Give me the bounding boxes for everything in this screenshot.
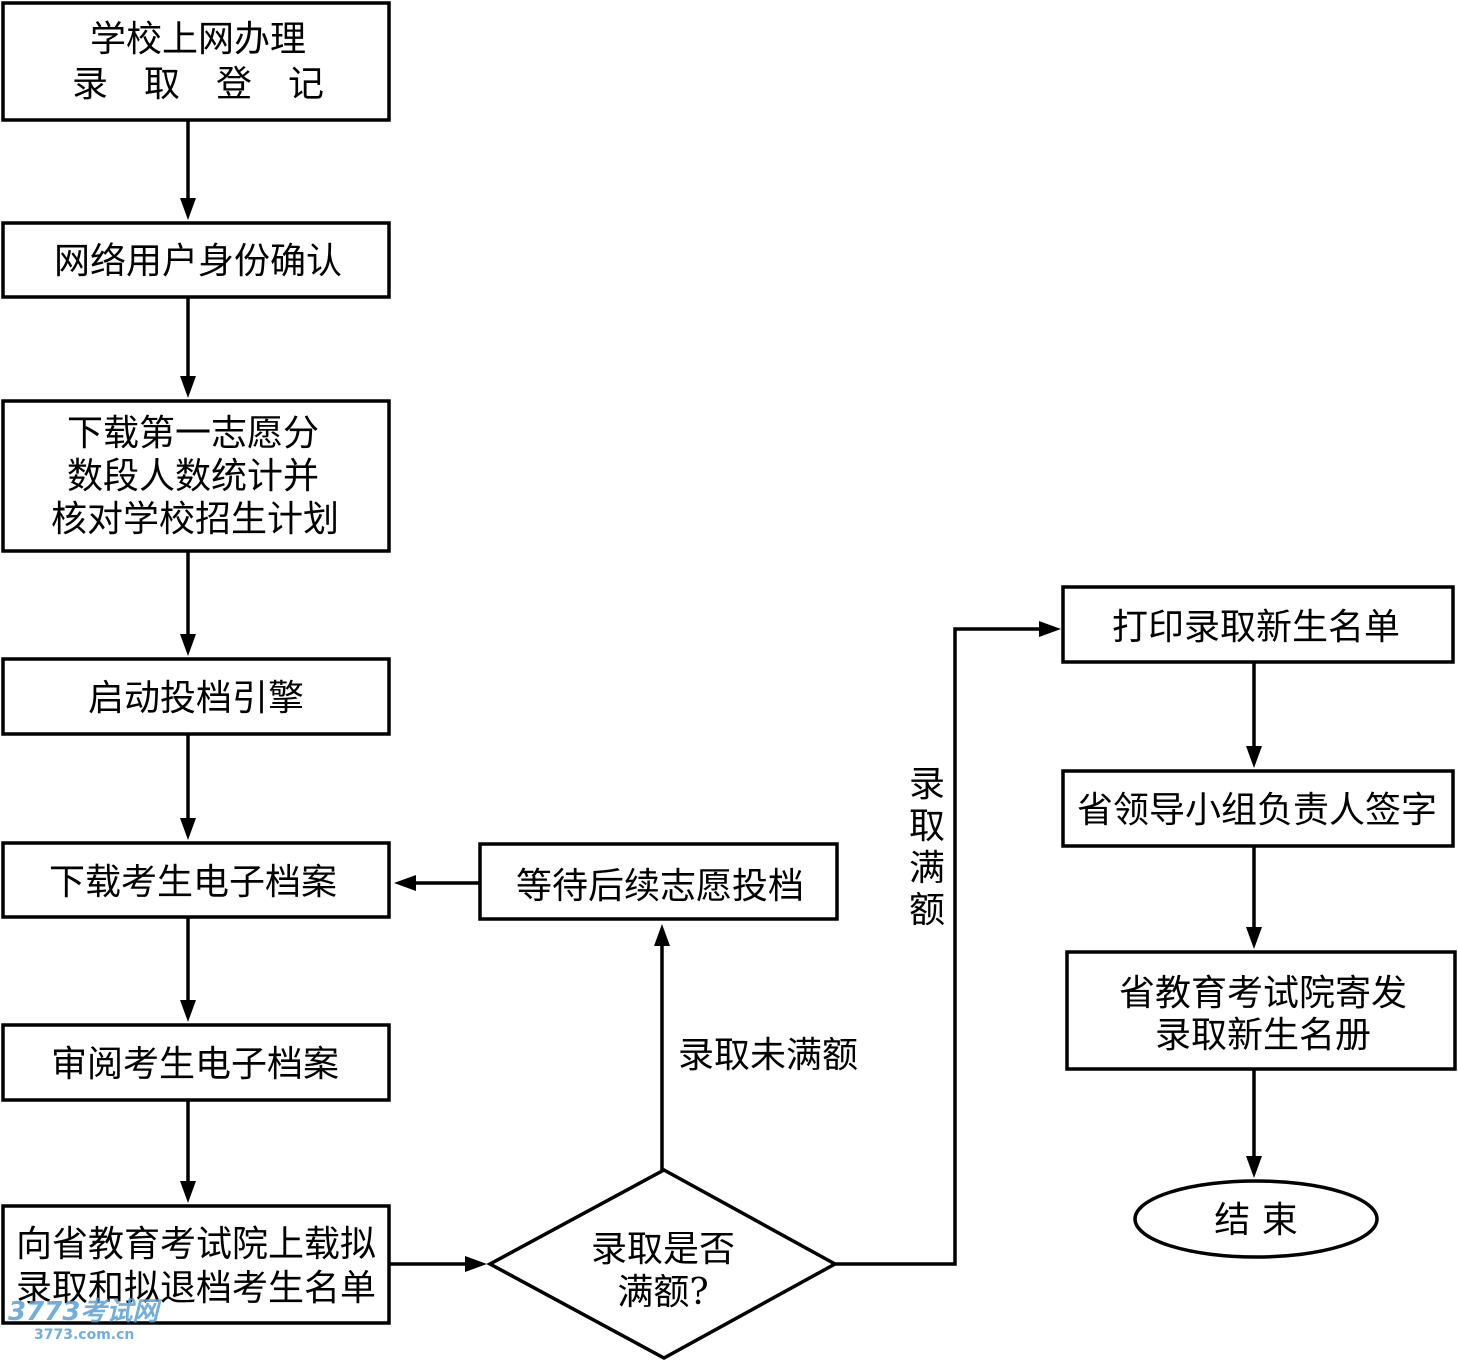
- edge-label-full: 录 取 满 额: [909, 764, 945, 931]
- node-leader-sign: 省领导小组负责人签字: [1061, 769, 1455, 848]
- connector-decision-to-wait: [654, 924, 670, 1170]
- node-review-archive-line-1: 审阅考生电子档案: [51, 1044, 339, 1085]
- connector-decision-to-print: [835, 621, 1061, 1266]
- node-download-stats-line-1: 下载第一志愿分: [67, 413, 319, 454]
- connector-identity-to-stats: [180, 297, 196, 398]
- connector-upload-to-decision: [389, 1256, 487, 1272]
- connector-sign-to-mail: [1246, 846, 1262, 949]
- node-end-label: 结 束: [1214, 1200, 1297, 1241]
- watermark-url-text: 3773.com.cn: [34, 1327, 134, 1343]
- connector-download-to-review: [180, 917, 196, 1022]
- connector-stats-to-engine: [180, 551, 196, 656]
- node-decision-line-2: 满额?: [617, 1272, 708, 1313]
- node-download-archive-line-1: 下载考生电子档案: [49, 862, 337, 903]
- node-start-engine-line-1: 启动投档引擎: [88, 678, 304, 719]
- node-wait-next: 等待后续志愿投档: [478, 842, 839, 921]
- edge-label-not-full: 录取未满额: [678, 1035, 858, 1076]
- watermark-logo-text: 3773考试网: [8, 1297, 162, 1327]
- node-identity-confirm-line-1: 网络用户身份确认: [54, 241, 342, 282]
- node-upload-list-line-2: 录取和拟退档考生名单: [16, 1268, 376, 1309]
- node-decision-line-1: 录取是否: [591, 1229, 735, 1270]
- node-decision: 录取是否 满额?: [486, 1168, 839, 1360]
- connector-login-to-identity: [180, 120, 196, 220]
- node-upload-list-line-1: 向省教育考试院上载拟: [16, 1224, 376, 1265]
- node-download-stats-line-2: 数段人数统计并: [67, 456, 319, 497]
- edge-label-full-char-1: 录: [909, 764, 945, 805]
- connector-review-to-upload: [180, 1100, 196, 1203]
- node-print-list-line-1: 打印录取新生名单: [1112, 607, 1400, 648]
- node-school-login: 学校上网办理 录 取 登 记: [1, 1, 391, 122]
- node-leader-sign-line-1: 省领导小组负责人签字: [1077, 790, 1437, 831]
- node-end: 结 束: [1133, 1179, 1379, 1259]
- node-school-login-line-1: 学校上网办理: [90, 19, 306, 60]
- node-upload-list: 向省教育考试院上载拟 录取和拟退档考生名单: [1, 1204, 391, 1325]
- node-mail-register: 省教育考试院寄发 录取新生名册: [1065, 950, 1457, 1071]
- edge-label-full-char-2: 取: [909, 806, 945, 847]
- connector-print-to-sign: [1246, 662, 1262, 768]
- node-download-stats: 下载第一志愿分 数段人数统计并 核对学校招生计划: [1, 399, 391, 553]
- node-print-list: 打印录取新生名单: [1061, 585, 1455, 664]
- node-mail-register-line-2: 录取新生名册: [1155, 1015, 1371, 1056]
- connector-wait-to-download: [394, 875, 480, 891]
- node-start-engine: 启动投档引擎: [1, 657, 391, 736]
- node-review-archive: 审阅考生电子档案: [1, 1023, 391, 1102]
- watermark-logo: 3773考试网 3773.com.cn: [8, 1297, 162, 1343]
- node-wait-next-line-1: 等待后续志愿投档: [516, 866, 804, 907]
- node-identity-confirm: 网络用户身份确认: [1, 221, 391, 299]
- node-school-login-line-2: 录 取 登 记: [72, 64, 324, 105]
- node-download-stats-line-3: 核对学校招生计划: [51, 499, 339, 540]
- connector-mail-to-end: [1246, 1069, 1262, 1178]
- edge-label-full-char-4: 额: [909, 890, 945, 931]
- connector-engine-to-download: [180, 734, 196, 840]
- node-mail-register-line-1: 省教育考试院寄发: [1119, 973, 1407, 1014]
- edge-label-full-char-3: 满: [909, 848, 945, 889]
- node-download-archive: 下载考生电子档案: [1, 841, 391, 919]
